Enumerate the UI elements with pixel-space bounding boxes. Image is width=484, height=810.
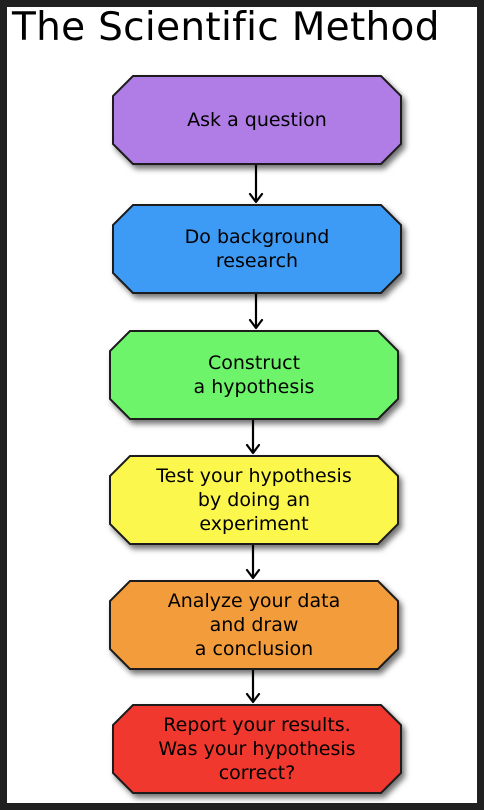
step-box bbox=[109, 330, 399, 420]
step-label-line: Report your results. bbox=[163, 714, 350, 736]
step-label-line: a hypothesis bbox=[194, 376, 315, 398]
step-box bbox=[112, 204, 402, 294]
step-report-results: Report your results.Was your hypothesisc… bbox=[112, 704, 402, 794]
step-label-line: a conclusion bbox=[195, 638, 313, 660]
flow-arrow bbox=[245, 670, 261, 704]
step-label-line: by doing an bbox=[198, 489, 310, 511]
step-label-line: research bbox=[216, 250, 298, 272]
step-ask-question: Ask a question bbox=[112, 75, 402, 165]
step-label-line: Analyze your data bbox=[168, 590, 340, 612]
flow-arrow bbox=[248, 294, 264, 330]
flow-arrow bbox=[248, 165, 264, 204]
step-box bbox=[112, 75, 402, 165]
step-label-line: Was your hypothesis bbox=[158, 738, 355, 760]
step-label-line: and draw bbox=[210, 614, 299, 636]
step-box bbox=[109, 455, 399, 545]
step-box bbox=[112, 704, 402, 794]
diagram-title: The Scientific Method bbox=[12, 5, 440, 50]
step-label-line: correct? bbox=[219, 762, 296, 784]
step-label-line: experiment bbox=[199, 513, 308, 535]
step-label-line: Construct bbox=[208, 352, 300, 374]
step-label-line: Test your hypothesis bbox=[155, 465, 351, 487]
flow-arrow bbox=[245, 420, 261, 455]
step-label-line: Do background bbox=[185, 226, 330, 248]
flow-arrow bbox=[245, 545, 261, 580]
step-label-line: Ask a question bbox=[187, 109, 327, 131]
step-box bbox=[109, 580, 399, 670]
